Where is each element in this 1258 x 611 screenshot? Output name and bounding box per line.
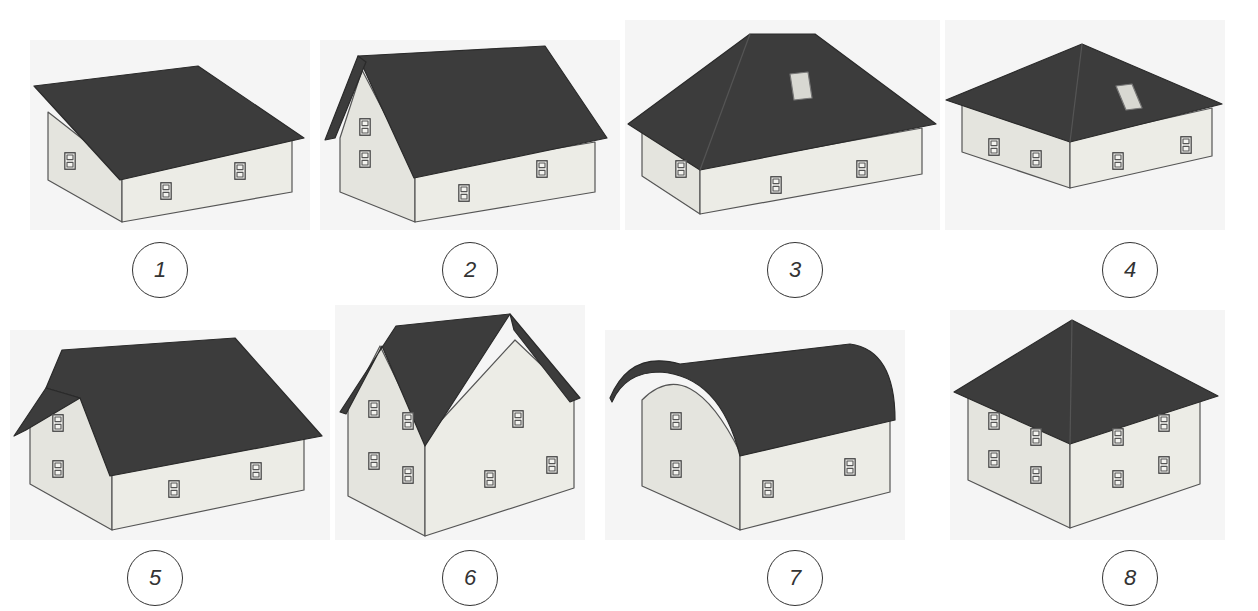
cross-gable-roof-house [340, 314, 580, 536]
callout-number: 2 [464, 259, 476, 281]
callout-circle: 3 [767, 242, 823, 298]
callout-number: 6 [464, 567, 476, 589]
half-hip-roof-house [14, 338, 322, 530]
pavilion-roof-house [946, 44, 1222, 188]
callout-circle: 2 [442, 242, 498, 298]
callout-circle: 1 [132, 242, 188, 298]
callout-number: 8 [1124, 567, 1136, 589]
callout-circle: 7 [767, 550, 823, 606]
callout-circle: 8 [1102, 550, 1158, 606]
arched-roof-house [610, 344, 895, 530]
shed-roof-house [34, 66, 304, 222]
callout-number: 4 [1124, 259, 1136, 281]
callout-number: 5 [149, 567, 161, 589]
callout-circle: 5 [127, 550, 183, 606]
hip-roof-house [628, 34, 936, 214]
callout-number: 7 [789, 567, 801, 589]
callout-number: 1 [154, 259, 166, 281]
gable-roof-house [325, 46, 607, 222]
callout-circle: 6 [442, 550, 498, 606]
hip-gable-roof-house [954, 320, 1218, 528]
callout-number: 3 [789, 259, 801, 281]
callout-circle: 4 [1102, 242, 1158, 298]
